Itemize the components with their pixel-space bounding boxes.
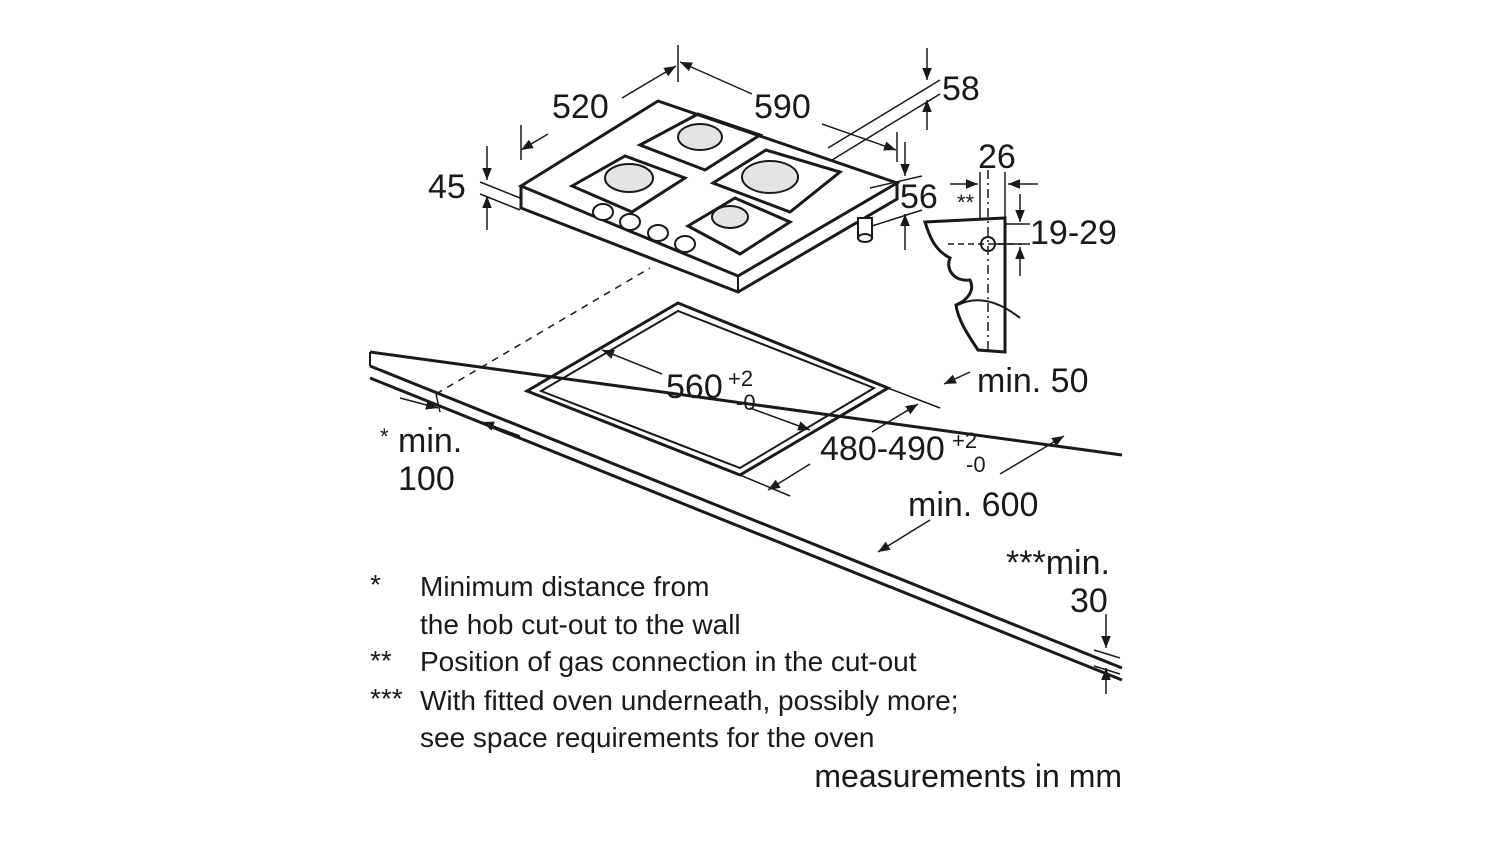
- dim-min-30-line2: 30: [1070, 582, 1108, 620]
- pan-support-back-right: [709, 148, 844, 214]
- dim-gas-26: 26: [978, 138, 1016, 176]
- worktop-top-front-edge: [369, 364, 1123, 670]
- note-1-marker: *: [370, 569, 381, 600]
- hob: [517, 99, 901, 294]
- dim-min-100-line2: 100: [398, 460, 455, 498]
- note-2-line-1: Position of gas connection in the cut-ou…: [420, 646, 917, 677]
- knob: [619, 213, 641, 231]
- dimension-lines: [399, 45, 1121, 694]
- dim-cutout-480-plus: +2: [952, 428, 977, 453]
- worktop: [369, 350, 1123, 682]
- note-1-line-1: Minimum distance from: [420, 571, 709, 602]
- projection-line: [435, 267, 651, 395]
- burner: [741, 160, 799, 194]
- knob: [674, 235, 696, 253]
- dim-cutout-560: 560: [666, 368, 723, 406]
- pan-support-front-right: [684, 196, 794, 256]
- gas-connector-stub: [857, 217, 873, 243]
- burner: [677, 123, 723, 151]
- pan-support-back-left: [636, 112, 764, 172]
- dim-cutout-560-plus: +2: [728, 366, 753, 391]
- dim-gas-19-29: 19-29: [1030, 214, 1117, 252]
- note-1-line-2: the hob cut-out to the wall: [420, 609, 741, 640]
- dim-cutout-480-minus: -0: [966, 452, 986, 477]
- note-2-marker: **: [370, 645, 392, 676]
- units-label: measurements in mm: [814, 758, 1122, 794]
- knob: [647, 224, 669, 242]
- dim-width-590: 590: [754, 88, 811, 126]
- dim-width-520: 520: [552, 88, 609, 126]
- note-3-line-1: With fitted oven underneath, possibly mo…: [420, 685, 959, 716]
- dim-min-100-star: *: [380, 424, 389, 449]
- note-3-line-2: see space requirements for the oven: [420, 722, 874, 753]
- dim-gas-double-star: **: [957, 190, 975, 215]
- dim-height-56: 56: [900, 178, 938, 216]
- knob: [592, 203, 614, 221]
- dim-cutout-560-minus: -0: [736, 390, 756, 415]
- note-3-marker: ***: [370, 683, 403, 714]
- dim-min-50: min. 50: [977, 362, 1089, 400]
- dim-cutout-480-490: 480-490: [820, 430, 945, 468]
- burner: [711, 205, 749, 229]
- worktop-bottom-front-edge: [369, 376, 1123, 682]
- burner: [604, 163, 654, 193]
- worktop-back-edge: [369, 350, 1123, 457]
- dim-depth-58: 58: [942, 70, 980, 108]
- dimension-labels: 520 590 58 45 56 26 ** 19-29 560 +2 -0 4…: [380, 70, 1117, 620]
- footnotes: * Minimum distance from the hob cut-out …: [370, 569, 1122, 794]
- pan-support-front-left: [568, 154, 689, 214]
- control-knobs: [592, 203, 696, 253]
- dim-height-45: 45: [428, 168, 466, 206]
- dim-min-600: min. 600: [908, 486, 1038, 524]
- dim-min-30-line1: ***min.: [1006, 544, 1110, 582]
- dim-min-100-line1: min.: [398, 422, 462, 460]
